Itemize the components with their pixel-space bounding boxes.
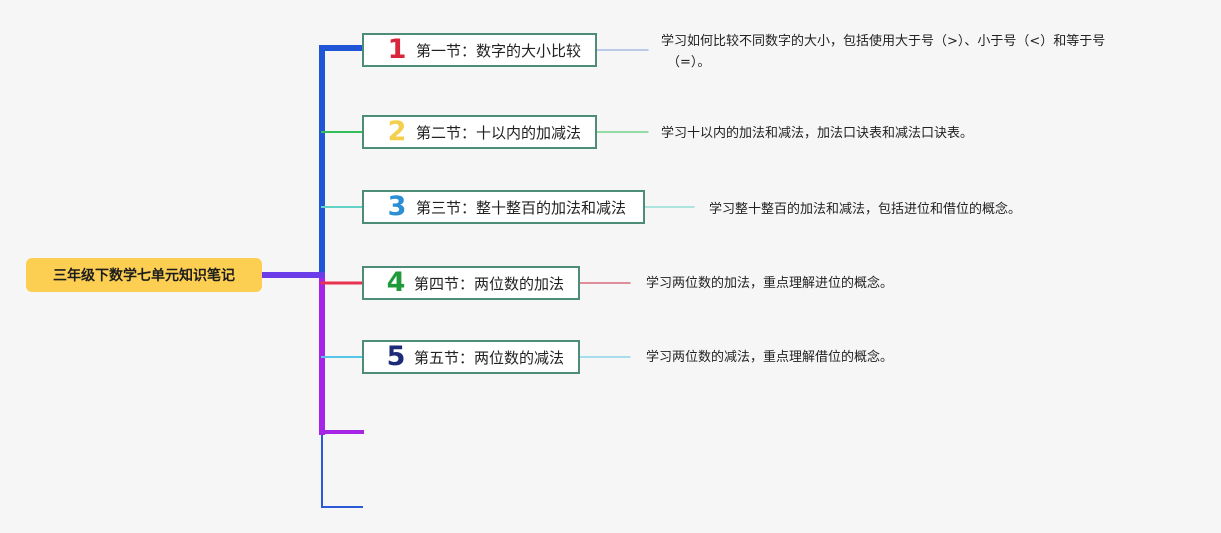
topic-label: 第二节：十以内的加减法 bbox=[415, 123, 581, 142]
topic-label: 第四节：两位数的加法 bbox=[413, 274, 564, 293]
topic-section-2[interactable]: 2 第二节：十以内的加减法 bbox=[362, 115, 597, 149]
note-line: 学习如何比较不同数字的大小，包括使用大于号（>）、小于号（<）和等于号 bbox=[661, 34, 1106, 49]
section-number-badge: 4 bbox=[386, 267, 406, 298]
note-section-4[interactable]: 学习两位数的加法，重点理解进位的概念。 bbox=[646, 273, 893, 294]
note-section-1[interactable]: 学习如何比较不同数字的大小，包括使用大于号（>）、小于号（<）和等于号 （=）。 bbox=[661, 31, 1105, 73]
note-line: 学习整十整百的加法和减法，包括进位和借位的概念。 bbox=[709, 202, 1022, 217]
topic-label: 第五节：两位数的减法 bbox=[413, 348, 564, 367]
note-section-5[interactable]: 学习两位数的减法，重点理解借位的概念。 bbox=[646, 347, 893, 368]
section-number-badge: 2 bbox=[387, 116, 407, 147]
topic-section-5[interactable]: 5 第五节：两位数的减法 bbox=[362, 340, 580, 374]
note-line: 学习十以内的加法和减法，加法口诀表和减法口诀表。 bbox=[661, 126, 974, 141]
topic-section-4[interactable]: 4 第四节：两位数的加法 bbox=[362, 266, 580, 300]
root-topic[interactable]: 三年级下数学七单元知识笔记 bbox=[26, 258, 262, 292]
topic-label: 第一节：数字的大小比较 bbox=[415, 41, 581, 60]
topic-section-3[interactable]: 3 第三节：整十整百的加法和减法 bbox=[362, 190, 645, 224]
root-topic-label: 三年级下数学七单元知识笔记 bbox=[53, 268, 235, 284]
note-line: 学习两位数的加法，重点理解进位的概念。 bbox=[646, 276, 894, 291]
note-line: （=）。 bbox=[667, 55, 711, 70]
note-section-3[interactable]: 学习整十整百的加法和减法，包括进位和借位的概念。 bbox=[709, 199, 1021, 220]
section-number-badge: 3 bbox=[387, 191, 407, 222]
note-section-2[interactable]: 学习十以内的加法和减法，加法口诀表和减法口诀表。 bbox=[661, 123, 973, 144]
topic-label: 第三节：整十整百的加法和减法 bbox=[416, 198, 627, 217]
section-number-badge: 1 bbox=[387, 34, 407, 65]
topic-section-1[interactable]: 1 第一节：数字的大小比较 bbox=[362, 33, 597, 67]
note-line: 学习两位数的减法，重点理解借位的概念。 bbox=[646, 350, 894, 365]
section-number-badge: 5 bbox=[386, 341, 406, 372]
